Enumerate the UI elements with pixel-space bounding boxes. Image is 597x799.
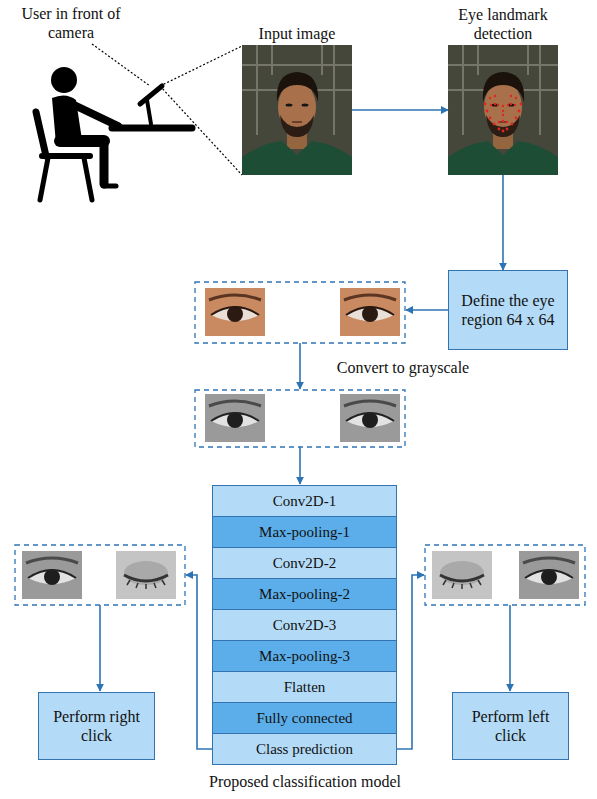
- dashed-frame: [195, 390, 405, 447]
- annotation-label: Convert to grayscale: [318, 358, 488, 377]
- flow-arrows: [100, 310, 510, 749]
- cnn-layer: Conv2D-3: [212, 609, 397, 641]
- action-box: Perform left click: [452, 692, 569, 760]
- camera-view-lines: [92, 44, 242, 175]
- annotation-label: User in front of camera: [10, 4, 132, 42]
- landmark-dots: [484, 95, 523, 133]
- cnn-layer: Max-pooling-1: [212, 516, 397, 548]
- box-text: Define the eye region 64 x 64: [455, 291, 561, 329]
- eye-crop: [205, 394, 265, 442]
- box-text: Flatten: [284, 678, 326, 696]
- box-text: Conv2D-1: [273, 492, 336, 510]
- flow-arrow: [352, 109, 448, 111]
- landmark-photo: [448, 45, 558, 175]
- image-heading: Input image: [259, 24, 336, 43]
- action-box: Perform right click: [38, 692, 155, 760]
- cnn-layer: Class prediction: [212, 733, 397, 765]
- eye-crop: [340, 288, 400, 336]
- figure-caption: Proposed classification model: [140, 772, 470, 791]
- input-image: Input image: [242, 0, 352, 175]
- box-text: Class prediction: [256, 740, 353, 758]
- dashed-frame: [15, 545, 185, 605]
- box-text: Perform left click: [459, 707, 562, 745]
- cnn-layer: Conv2D-2: [212, 547, 397, 579]
- process-box: Define the eye region 64 x 64: [448, 270, 568, 350]
- cnn-layer: Flatten: [212, 671, 397, 703]
- cnn-layer: Max-pooling-3: [212, 640, 397, 672]
- eye-crop: [205, 288, 265, 336]
- box-text: Max-pooling-3: [259, 647, 350, 665]
- landmark-image: Eye landmark detection: [448, 0, 558, 175]
- box-text: Conv2D-2: [273, 554, 336, 572]
- image-heading: Eye landmark detection: [448, 5, 558, 43]
- box-text: Fully connected: [256, 709, 352, 727]
- eye-crop: [22, 551, 82, 599]
- eye-crop: [116, 551, 176, 599]
- box-text: Max-pooling-2: [259, 585, 350, 603]
- cnn-layer: Fully connected: [212, 702, 397, 734]
- eye-crop: [432, 551, 492, 599]
- flow-arrow: [502, 175, 504, 270]
- box-text: Perform right click: [45, 707, 148, 745]
- user-icon: [36, 67, 192, 200]
- eye-crop: [519, 551, 579, 599]
- cnn-layer: Max-pooling-2: [212, 578, 397, 610]
- eye-crop: [340, 394, 400, 442]
- box-text: Conv2D-3: [273, 616, 336, 634]
- dashed-frame: [195, 282, 405, 343]
- box-text: Max-pooling-1: [259, 523, 350, 541]
- dashed-frame: [425, 545, 585, 605]
- cnn-layer: Conv2D-1: [212, 485, 397, 517]
- input-photo: [242, 45, 352, 175]
